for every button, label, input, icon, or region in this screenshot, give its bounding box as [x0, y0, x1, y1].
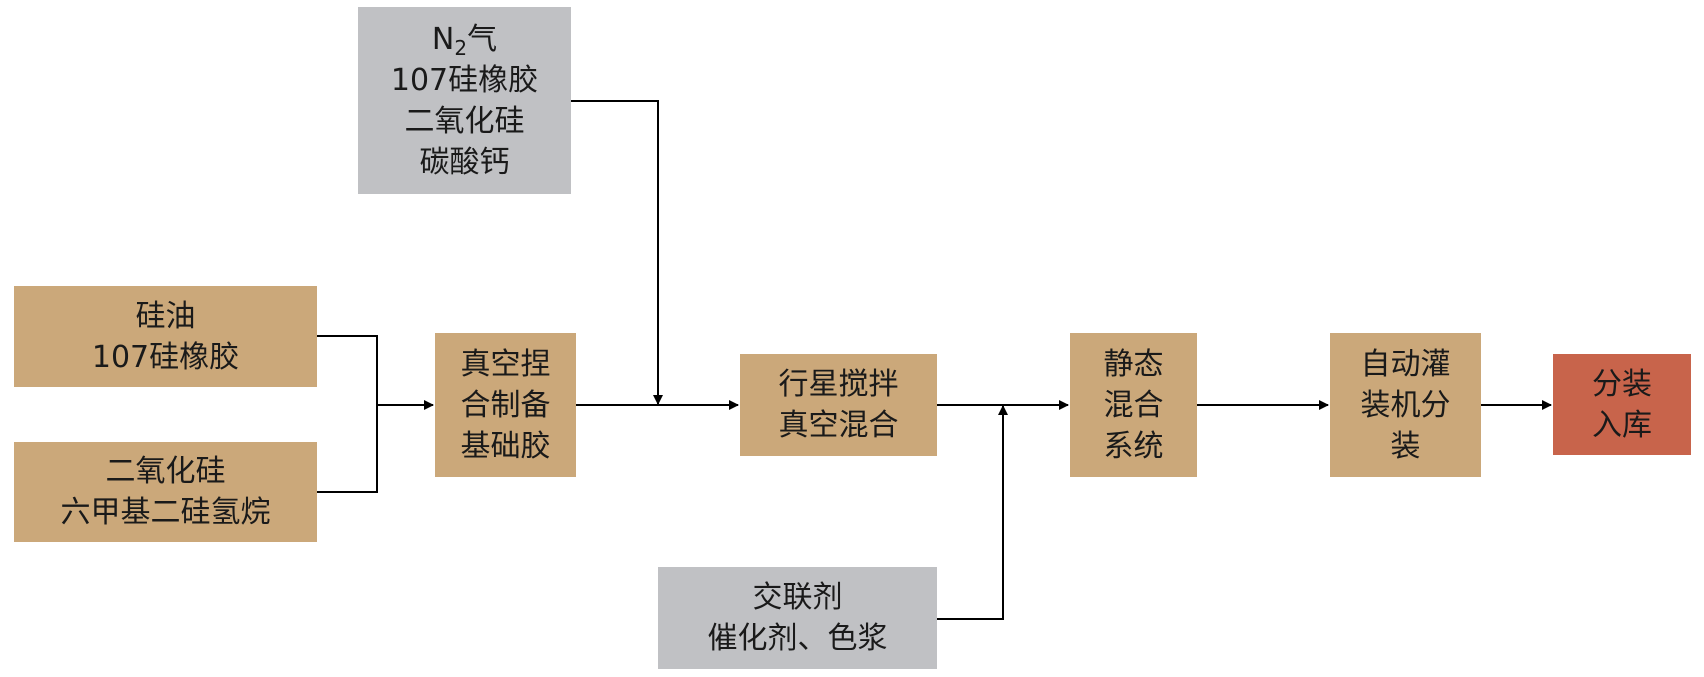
node-label-line: 入库 [1592, 407, 1652, 443]
node-label-line: 交联剂 [752, 580, 843, 615]
formula-subscript: 2 [454, 35, 468, 60]
connector-oil-to-merge [317, 335, 378, 405]
node-label-line: 硅油 [135, 298, 196, 334]
formula-element: N [431, 21, 455, 57]
node-label-line: 二氧化硅 [105, 454, 226, 489]
node-label-line: 基础胶 [460, 428, 551, 464]
node-label-line: 自动灌 [1360, 346, 1451, 382]
node-label-line: 二氧化硅 [404, 103, 525, 139]
node-packaging-storage: 分装 入库 [1553, 354, 1691, 455]
arrow-crosslinker-to-line [937, 405, 1008, 620]
node-label-line: 系统 [1103, 428, 1164, 464]
node-crosslinker-inputs: 交联剂 催化剂、色浆 [658, 567, 937, 669]
node-label-line: 装 [1390, 428, 1421, 464]
node-label-line: 混合 [1103, 387, 1164, 423]
node-label-line: 行星搅拌 [778, 367, 899, 402]
node-silicone-oil: 硅油 107硅橡胶 [14, 286, 317, 387]
node-label-line: 107硅橡胶 [91, 339, 240, 375]
node-gas-inputs: N2气 107硅橡胶 二氧化硅 碳酸钙 [358, 7, 571, 194]
node-label-line: 碳酸钙 [419, 144, 510, 180]
node-auto-filling: 自动灌 装机分 装 [1330, 333, 1481, 477]
node-silica-hmds: 二氧化硅 六甲基二硅氢烷 [14, 442, 317, 542]
node-label-line: 静态 [1103, 346, 1164, 382]
node-static-mixing: 静态 混合 系统 [1070, 333, 1197, 477]
node-planetary-mixing: 行星搅拌 真空混合 [740, 354, 937, 456]
node-label-line: 真空捏 [460, 346, 551, 382]
node-label-line: 六甲基二硅氢烷 [60, 495, 271, 530]
connector-silica-to-merge [317, 405, 378, 493]
node-label-line: 装机分 [1360, 387, 1451, 423]
node-label-line: 分装 [1592, 366, 1652, 402]
node-vacuum-kneading: 真空捏 合制备 基础胶 [435, 333, 576, 477]
node-label-line: 真空混合 [778, 408, 899, 443]
node-label-line: 107硅橡胶 [390, 62, 539, 98]
formula-tail: 气 [467, 21, 498, 57]
arrow-gas-to-line [571, 100, 663, 405]
node-label-line: 催化剂、色浆 [707, 621, 888, 656]
node-label-line: 合制备 [460, 387, 551, 423]
node-formula-line: N2气 [432, 19, 497, 60]
